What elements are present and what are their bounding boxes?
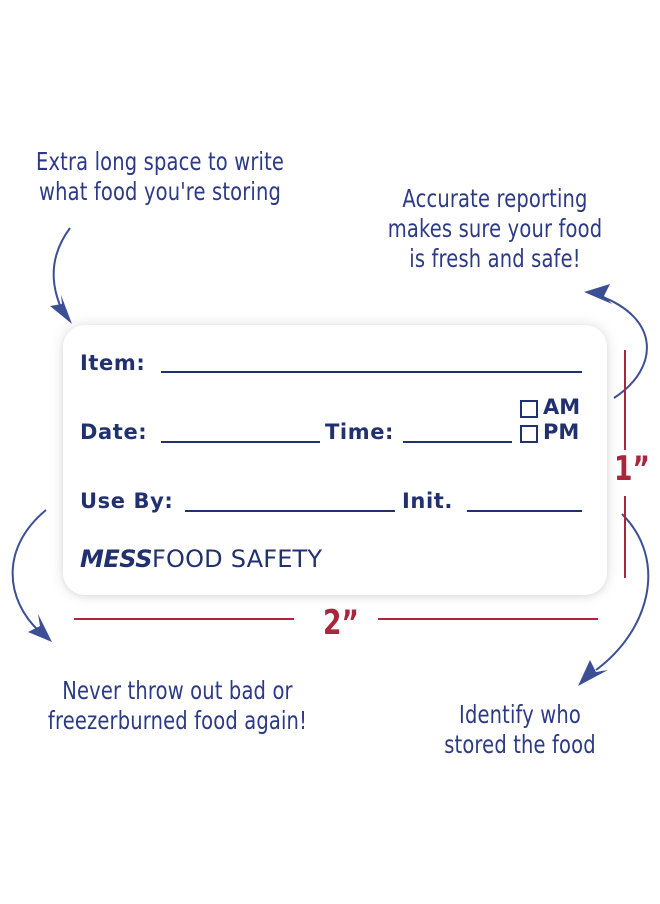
arrowhead-top-right	[584, 284, 612, 304]
food-label-card	[63, 325, 607, 595]
width-dimension-line-left	[74, 618, 294, 620]
arrow-bottom-right	[595, 513, 650, 671]
pm-label: PM	[543, 420, 580, 444]
width-dimension-line-right	[378, 618, 598, 620]
callout-identify-who: Identify who stored the food	[403, 700, 637, 760]
time-write-line[interactable]	[403, 441, 512, 443]
callout-extra-long-space: Extra long space to write what food you'…	[35, 147, 285, 207]
arrowhead-bottom-left	[28, 614, 52, 642]
time-label: Time:	[325, 420, 395, 444]
use-by-label: Use By:	[80, 489, 174, 513]
callout-line: Extra long space to write	[35, 147, 285, 176]
arrowhead-bottom-right	[578, 660, 608, 686]
callout-line: what food you're storing	[38, 177, 282, 206]
item-write-line[interactable]	[161, 371, 582, 373]
height-dimension-label: 1”	[614, 449, 650, 489]
brand-logo-bold: MESS	[80, 545, 153, 573]
init-write-line[interactable]	[467, 510, 582, 512]
arrow-bottom-left	[11, 509, 47, 633]
date-label: Date:	[80, 420, 148, 444]
callout-line: Identify who	[459, 700, 581, 729]
date-write-line[interactable]	[161, 441, 320, 443]
pm-checkbox[interactable]	[520, 425, 538, 443]
init-label: Init.	[402, 489, 453, 513]
item-label: Item:	[80, 351, 146, 375]
width-dimension-label: 2”	[323, 603, 359, 643]
height-dimension-line-top	[624, 350, 626, 450]
callout-line: freezerburned food again!	[47, 706, 308, 735]
use-by-write-line[interactable]	[185, 510, 395, 512]
am-checkbox[interactable]	[520, 400, 538, 418]
callout-line: Accurate reporting	[402, 184, 588, 213]
am-label: AM	[543, 395, 581, 419]
height-dimension-line-bottom	[624, 496, 626, 578]
arrow-top-right	[599, 295, 648, 399]
brand-logo-rest: FOOD SAFETY	[152, 545, 323, 573]
callout-line: makes sure your food	[387, 214, 603, 243]
callout-line: Never throw out bad or	[62, 676, 293, 705]
brand-logo: MESSFOOD SAFETY	[80, 545, 322, 573]
arrowhead-top-left	[50, 295, 72, 324]
callout-line: is fresh and safe!	[409, 244, 581, 273]
callout-line: stored the food	[444, 730, 596, 759]
callout-never-throw-out: Never throw out bad or freezerburned foo…	[39, 676, 316, 736]
callout-accurate-reporting: Accurate reporting makes sure your food …	[374, 184, 616, 274]
